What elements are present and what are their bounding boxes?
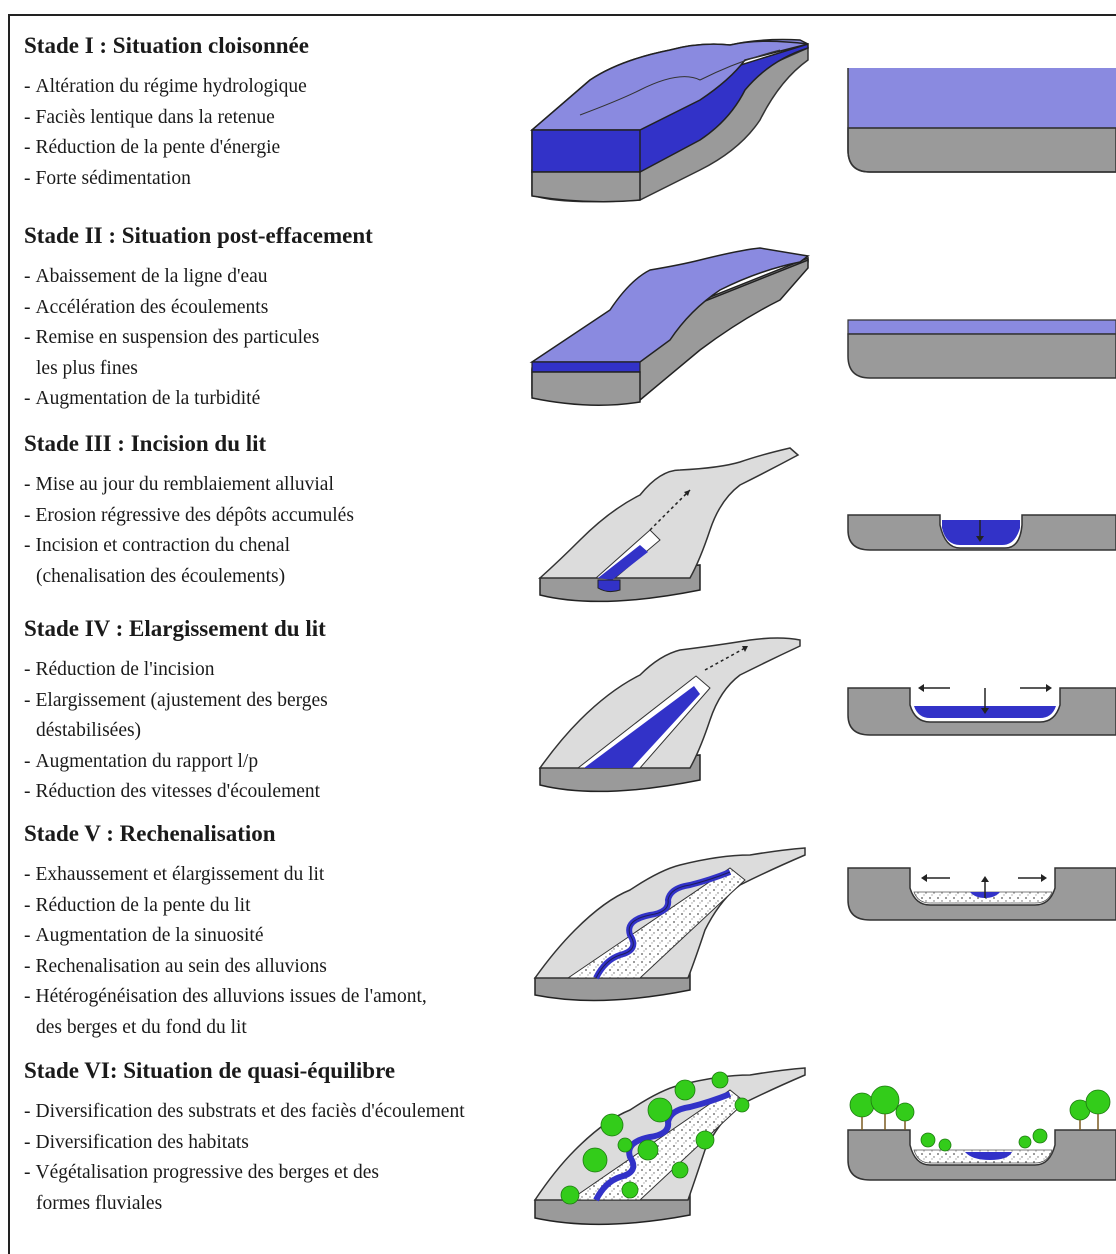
stage-6-title: Stade VI: Situation de quasi-équilibre xyxy=(24,1058,396,1083)
stage-5-bullet: -Réduction de la pente du lit xyxy=(24,894,251,916)
stage-4-bullet: -Réduction de l'incision xyxy=(24,659,215,680)
stage-5-bullet: -Rechenalisation au sein des alluvions xyxy=(24,955,327,977)
stage-4-cross-section xyxy=(847,684,1116,736)
stage-5-title: Stade V : Rechenalisation xyxy=(24,821,276,846)
stage-2-bullet: -Accélération des écoulements xyxy=(24,296,269,318)
stage-2-bullet: -Abaissement de la ligne d'eau xyxy=(24,266,268,287)
stage-5-block-diagram xyxy=(533,847,806,1002)
stage-6-block: Stade VI: Situation de quasi-équilibre -… xyxy=(24,1057,584,1219)
stage-1-block: Stade I : Situation cloisonnée -Altérati… xyxy=(24,32,584,194)
stage-5-cross-section xyxy=(847,867,1116,921)
stage-6-bullet: -Diversification des habitats xyxy=(24,1131,249,1153)
stage-5-bullet: -Hétérogénéisation des alluvions issues … xyxy=(24,986,427,1038)
stage-1-bullet: -Altération du régime hydrologique xyxy=(24,76,307,97)
stage-3-bullet: -Mise au jour du remblaiement alluvial xyxy=(24,474,334,495)
stage-4-bullet: -Réduction des vitesses d'écoulement xyxy=(24,781,321,802)
stage-4-bullet: -Augmentation du rapport l/p xyxy=(24,750,259,772)
stage-1-title: Stade I : Situation cloisonnée xyxy=(24,33,309,58)
stage-5-bullet: -Augmentation de la sinuosité xyxy=(24,925,264,946)
stage-2-cross-section xyxy=(847,319,1116,379)
stage-4-title: Stade IV : Elargissement du lit xyxy=(24,616,326,641)
stage-3-block-diagram xyxy=(538,447,800,603)
stage-4-block: Stade IV : Elargissement du lit -Réducti… xyxy=(24,615,584,808)
stage-2-block: Stade II : Situation post-effacement -Ab… xyxy=(24,222,584,415)
stage-5-block: Stade V : Rechenalisation -Exhaussement … xyxy=(24,820,584,1043)
stage-1-bullet: -Faciès lentique dans la retenue xyxy=(24,106,275,128)
stage-6-block-diagram xyxy=(533,1067,806,1226)
stage-3-block: Stade III : Incision du lit -Mise au jou… xyxy=(24,430,584,592)
stage-3-cross-section xyxy=(847,514,1116,551)
stage-1-bullet: -Réduction de la pente d'énergie xyxy=(24,137,281,158)
stage-6-cross-section xyxy=(847,1085,1116,1181)
stage-1-block-diagram xyxy=(529,38,809,203)
stage-3-title: Stade III : Incision du lit xyxy=(24,431,267,456)
stage-5-bullet: -Exhaussement et élargissement du lit xyxy=(24,864,325,885)
stage-2-bullet: -Augmentation de la turbidité xyxy=(24,388,261,409)
figure-frame xyxy=(8,14,1116,1254)
stage-2-block-diagram xyxy=(529,247,810,406)
stage-1-bullet: -Forte sédimentation xyxy=(24,167,191,189)
stage-1-cross-section xyxy=(847,68,1116,173)
stage-6-bullet: -Végétalisation progressive des berges e… xyxy=(24,1162,379,1214)
stage-2-title: Stade II : Situation post-effacement xyxy=(24,223,373,248)
stage-4-block-diagram xyxy=(538,637,801,793)
stage-3-bullet: -Erosion régressive des dépôts accumulés xyxy=(24,504,354,526)
stage-3-bullet: -Incision et contraction du chenal(chena… xyxy=(24,535,290,587)
stage-6-bullet: -Diversification des substrats et des fa… xyxy=(24,1101,465,1122)
